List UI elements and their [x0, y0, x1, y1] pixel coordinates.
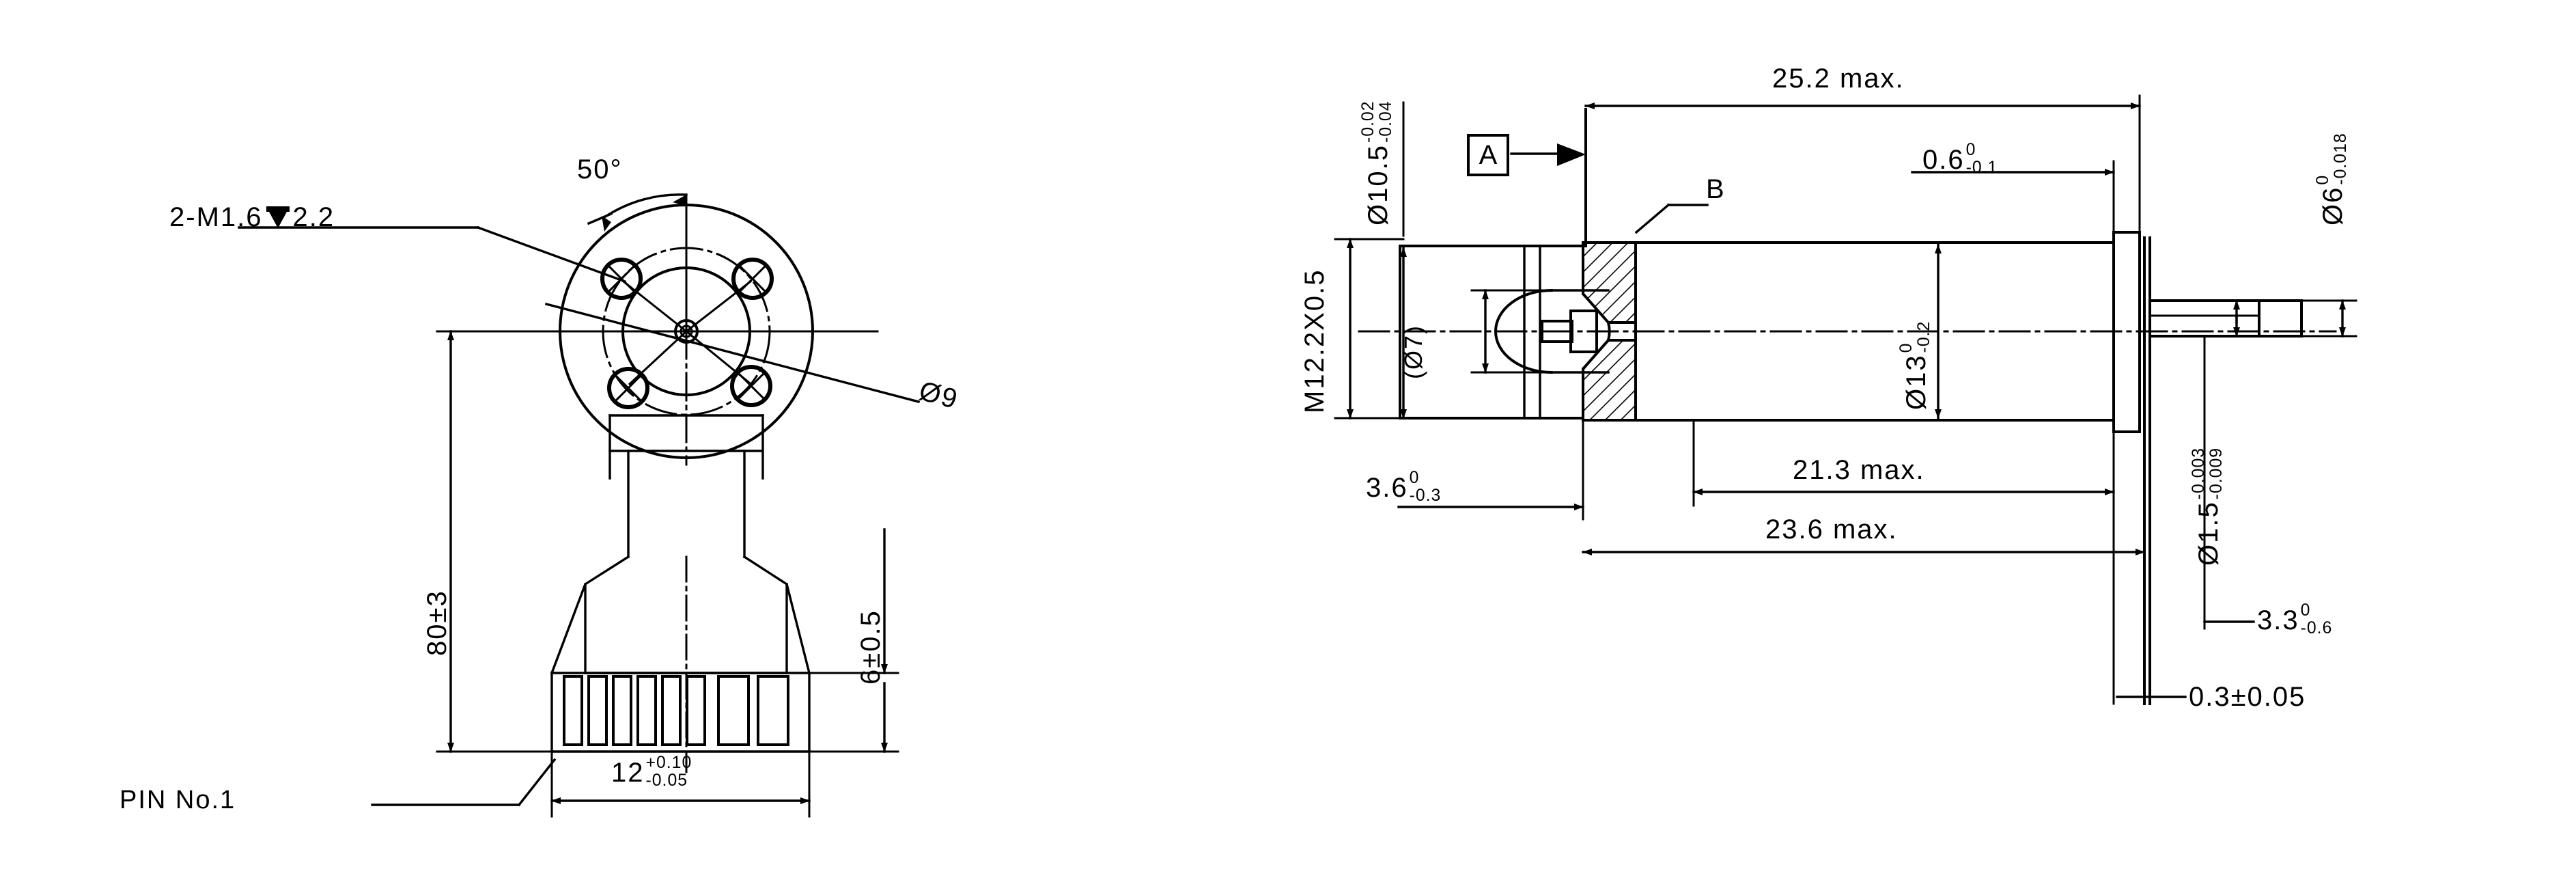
dim-connector-width-12: [550, 750, 811, 818]
body-diameter-tolerance: 0-0.2: [1896, 320, 1933, 353]
boss-diameter-tolerance: 0-0.018: [2313, 133, 2350, 185]
step-dimension-base: 0.6: [1922, 145, 1965, 176]
dim-flange-3_6: [1397, 419, 1584, 521]
datum-b-label: B: [1706, 174, 1726, 204]
thread-callout-base: 2-M1.6: [169, 202, 263, 233]
boss-diameter-base: Ø6: [2318, 186, 2349, 225]
dim-overall-25_2: [1584, 94, 2141, 234]
dim-body-21_3: [1692, 419, 2115, 507]
dim-bore-7: [1470, 289, 1558, 374]
dim-thread-m12: [1334, 238, 1405, 420]
dim-boss-6: [2300, 299, 2357, 338]
thread-callout-label: 2-M1.6 2.2: [169, 202, 335, 231]
angle-label: 50°: [577, 154, 623, 184]
flange-thickness-base: 3.6: [1366, 473, 1408, 504]
front-flange-section: [1582, 241, 1637, 422]
body-diameter-base: Ø13: [1901, 354, 1932, 410]
pilot-diameter-tolerance: -0.02-0.04: [1358, 100, 1395, 143]
shaft-diameter-base: Ø1.5: [2194, 501, 2224, 566]
flange-thickness-tolerance: 0-0.3: [1409, 468, 1442, 505]
thread-spec-label: M12.2X0.5: [1300, 269, 1330, 413]
pilot-diameter-label: Ø10.5-0.02-0.04: [1358, 100, 1396, 226]
overall-length-25-label: 25.2 max.: [1772, 64, 1905, 94]
shaft-diameter-label: Ø1.5-0.003-0.009: [2189, 447, 2226, 566]
datum-a-box: A: [1467, 134, 1509, 176]
shaft-diameter-tolerance: -0.003-0.009: [2189, 447, 2226, 500]
dim-connector-height-6: [808, 528, 899, 753]
connector-pin-slots: [563, 675, 789, 746]
overall-length-label: 80±3: [422, 590, 452, 656]
body-length-label: 21.3 max.: [1793, 455, 1925, 485]
shaft-length-base: 3.3: [2257, 605, 2299, 636]
pilot-diameter-base: Ø10.5: [1363, 144, 1394, 225]
connector-width-base: 12: [611, 758, 645, 788]
thread-callout-depth: 2.2: [292, 202, 335, 233]
dim-overall-length-80: [436, 330, 553, 753]
connector-width-tolerance: +0.10-0.05: [645, 753, 692, 790]
dim-shoulder-0_3: [2112, 430, 2187, 705]
internal-bore-label: (Ø7): [1399, 325, 1427, 379]
shaft-shoulder-label: 0.3±0.05: [2189, 682, 2306, 712]
datum-a-label: A: [1479, 139, 1498, 170]
datum-a-pointer: [1510, 108, 1587, 247]
dim-shaft-length-3_3: [2203, 335, 2255, 630]
depth-arrow-icon: [263, 204, 293, 231]
dim-step-0_6: [1911, 160, 2115, 237]
pin-note-label: PIN No.1: [120, 786, 236, 814]
connector-neck: [608, 414, 764, 558]
mid-length-label: 23.6 max.: [1765, 514, 1898, 545]
connector-height-label: 6±0.5: [856, 609, 886, 685]
datum-b-leader: [1634, 203, 1709, 234]
connector-width-label: 12+0.10-0.05: [611, 753, 692, 790]
step-dimension-tolerance: 0-0.1: [1965, 140, 1998, 177]
shaft-length-tolerance: 0-0.6: [2300, 601, 2333, 637]
